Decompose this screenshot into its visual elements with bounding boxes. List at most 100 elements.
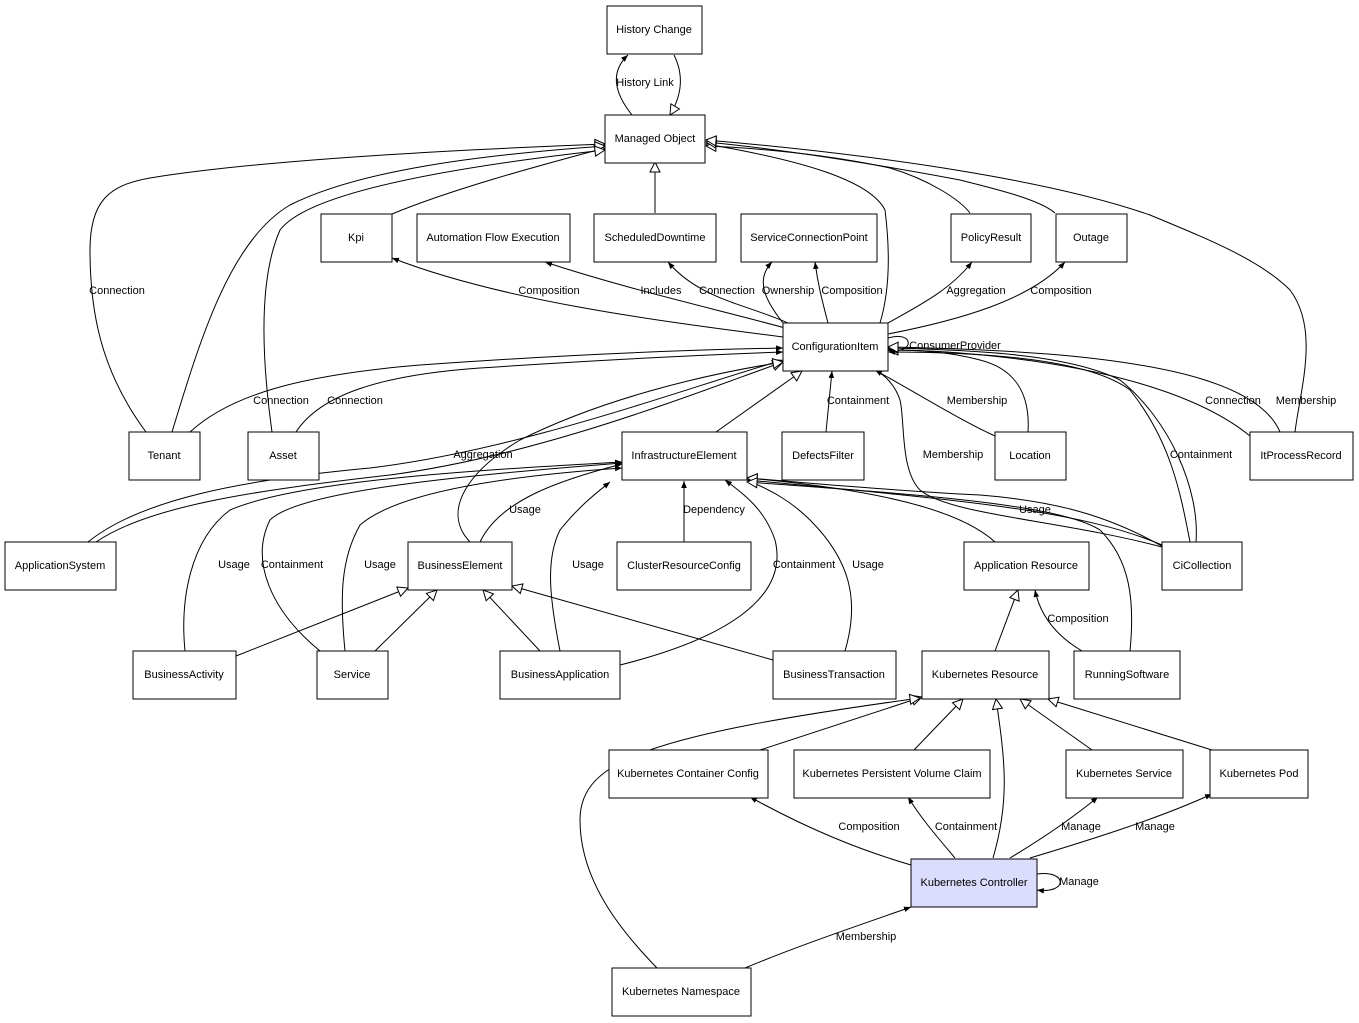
edge-runningsoftware-infra bbox=[747, 482, 1133, 652]
edge-ci-automationflow bbox=[544, 261, 786, 329]
node-label: DefectsFilter bbox=[792, 450, 854, 462]
edge-controller-pod bbox=[1029, 793, 1213, 859]
node-ci-collection[interactable]: CiCollection bbox=[1161, 541, 1243, 591]
node-business-transaction[interactable]: BusinessTransaction bbox=[772, 650, 897, 700]
node-service-connection-point[interactable]: ServiceConnectionPoint bbox=[740, 213, 878, 263]
edge-kpi-managedobject bbox=[391, 148, 605, 215]
node-label: Location bbox=[1009, 450, 1051, 462]
label-be-usage: Usage bbox=[509, 504, 541, 516]
edge-businesselement-ci bbox=[457, 362, 783, 543]
node-automation-flow-execution[interactable]: Automation Flow Execution bbox=[416, 213, 571, 263]
label-kc-composition: Composition bbox=[838, 821, 899, 833]
edge-collection-ci-membership bbox=[874, 369, 1163, 548]
node-service[interactable]: Service bbox=[316, 650, 389, 700]
node-label: ItProcessRecord bbox=[1260, 450, 1341, 462]
node-kubernetes-container-config[interactable]: Kubernetes Container Config bbox=[608, 749, 769, 799]
label-itpr-connection: Connection bbox=[1205, 395, 1261, 407]
node-label: Managed Object bbox=[615, 133, 696, 145]
edge-history-link bbox=[615, 54, 681, 115]
node-tenant[interactable]: Tenant bbox=[128, 431, 201, 481]
label-itpr-membership: Membership bbox=[1276, 395, 1337, 407]
node-managed-object[interactable]: Managed Object bbox=[604, 114, 706, 164]
node-label: ClusterResourceConfig bbox=[627, 560, 741, 572]
node-policy-result[interactable]: PolicyResult bbox=[950, 213, 1032, 263]
node-application-system[interactable]: ApplicationSystem bbox=[4, 541, 117, 591]
label-btx-usage: Usage bbox=[852, 559, 884, 571]
edge-tenant-managedobject bbox=[89, 144, 605, 433]
label-cluster-dependency: Dependency bbox=[683, 504, 745, 516]
label-tenant-mo-connection: Connection bbox=[89, 285, 145, 297]
edge-location-ci bbox=[874, 369, 996, 437]
node-kubernetes-pod[interactable]: Kubernetes Pod bbox=[1209, 749, 1309, 799]
label-tenant-ci-connection: Connection bbox=[253, 395, 309, 407]
edge-policyresult-managedobject bbox=[706, 146, 971, 214]
edge-infra-ci bbox=[715, 371, 802, 433]
edge-location-ci-2 bbox=[888, 350, 1029, 433]
node-kpi[interactable]: Kpi bbox=[320, 213, 393, 263]
node-outage[interactable]: Outage bbox=[1055, 213, 1128, 263]
node-business-activity[interactable]: BusinessActivity bbox=[132, 650, 237, 700]
edge-defects-ci bbox=[825, 370, 835, 433]
label-location-membership: Membership bbox=[947, 395, 1008, 407]
node-kubernetes-namespace[interactable]: Kubernetes Namespace bbox=[611, 967, 752, 1017]
node-label: PolicyResult bbox=[961, 232, 1022, 244]
node-application-resource[interactable]: Application Resource bbox=[963, 541, 1090, 591]
label-history-link: History Link bbox=[616, 77, 674, 89]
edge-namespace-controller bbox=[744, 906, 912, 969]
node-scheduled-downtime[interactable]: ScheduledDowntime bbox=[593, 213, 717, 263]
node-asset[interactable]: Asset bbox=[247, 431, 320, 481]
node-kubernetes-pvc[interactable]: Kubernetes Persistent Volume Claim bbox=[793, 749, 991, 799]
node-label: ApplicationSystem bbox=[15, 560, 106, 572]
node-kubernetes-resource[interactable]: Kubernetes Resource bbox=[921, 650, 1050, 700]
label-rs-composition: Composition bbox=[1047, 613, 1108, 625]
edge-pod-k8sresource bbox=[1048, 699, 1213, 751]
node-kubernetes-service[interactable]: Kubernetes Service bbox=[1065, 749, 1184, 799]
node-label: ConfigurationItem bbox=[792, 341, 879, 353]
edge-service-be bbox=[374, 590, 437, 652]
node-label: Kubernetes Controller bbox=[920, 877, 1027, 889]
node-business-element[interactable]: BusinessElement bbox=[407, 541, 513, 591]
label-ci-outage-composition: Composition bbox=[1030, 285, 1091, 297]
edge-service-infra-usage bbox=[341, 465, 623, 652]
label-ci-kpi-composition: Composition bbox=[518, 285, 579, 297]
edge-controller-k8sresource bbox=[993, 699, 1005, 859]
edge-runningsoftware-appresource bbox=[1033, 589, 1083, 652]
edge-outage-managedobject bbox=[706, 142, 1056, 214]
label-kc-manage-pod: Manage bbox=[1135, 821, 1175, 833]
edge-bapp-infra-containment bbox=[619, 479, 778, 666]
node-defects-filter[interactable]: DefectsFilter bbox=[781, 431, 865, 481]
node-label: ServiceConnectionPoint bbox=[750, 232, 867, 244]
node-label: Kubernetes Namespace bbox=[622, 986, 740, 998]
node-running-software[interactable]: RunningSoftware bbox=[1073, 650, 1181, 700]
node-label: Kpi bbox=[348, 232, 364, 244]
edge-collection-infra bbox=[747, 478, 1166, 549]
node-label: BusinessActivity bbox=[144, 669, 224, 681]
edge-controller-self bbox=[1036, 873, 1061, 894]
edge-collection-ci bbox=[888, 348, 1197, 543]
label-bapp-usage: Usage bbox=[572, 559, 604, 571]
edge-be-infra-usage bbox=[479, 463, 623, 543]
label-service-usage: Usage bbox=[364, 559, 396, 571]
node-location[interactable]: Location bbox=[994, 431, 1067, 481]
edge-ci-kpi bbox=[391, 257, 784, 338]
label-ci-afe-includes: Includes bbox=[641, 285, 682, 297]
node-label: BusinessTransaction bbox=[783, 669, 885, 681]
node-cluster-resource-config[interactable]: ClusterResourceConfig bbox=[616, 541, 752, 591]
label-ci-pr-aggregation: Aggregation bbox=[946, 285, 1005, 297]
node-label: Tenant bbox=[147, 450, 180, 462]
edge-controller-pvc bbox=[907, 796, 956, 859]
node-kubernetes-controller[interactable]: Kubernetes Controller bbox=[910, 858, 1038, 908]
node-label: Automation Flow Execution bbox=[426, 232, 559, 244]
node-it-process-record[interactable]: ItProcessRecord bbox=[1249, 431, 1354, 481]
label-appsys-aggregation: Aggregation bbox=[453, 449, 512, 461]
edge-containerconfig-k8sresource bbox=[759, 697, 922, 751]
node-history-change[interactable]: History Change bbox=[606, 5, 703, 55]
edge-bapp-infra-usage bbox=[550, 481, 611, 652]
node-infrastructure-element[interactable]: InfrastructureElement bbox=[621, 431, 748, 481]
node-configuration-item[interactable]: ConfigurationItem bbox=[782, 322, 889, 372]
label-ci-scp-composition: Composition bbox=[821, 285, 882, 297]
label-ns-membership: Membership bbox=[836, 931, 897, 943]
label-ci-consumer-provider: ConsumerProvider bbox=[909, 340, 1001, 352]
node-business-application[interactable]: BusinessApplication bbox=[499, 650, 621, 700]
